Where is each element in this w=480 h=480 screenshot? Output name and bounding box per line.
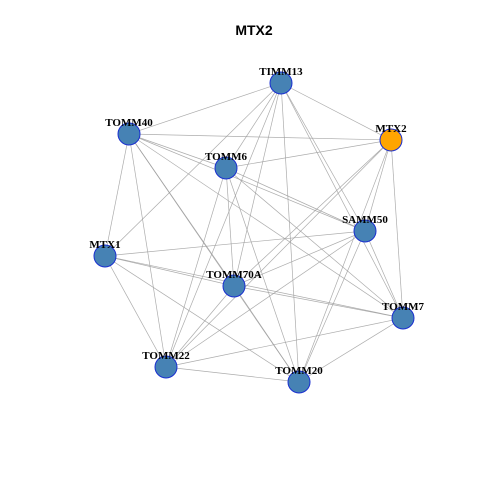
edge-tomm70a-tomm7 [233,285,404,319]
node-label-tomm70a: TOMM70A [206,269,261,281]
node-circle-tomm7 [391,306,415,330]
node-mtx2: MTX2 [375,123,407,152]
node-samm50: SAMM50 [342,214,388,243]
edge-timm13-samm50 [280,82,366,232]
edge-tomm7-tomm22 [165,317,404,368]
node-label-tomm7: TOMM7 [382,301,424,313]
edge-timm13-tomm6 [225,82,282,169]
edge-tomm6-samm50 [225,167,366,232]
edge-mtx2-tomm22 [165,139,392,368]
edge-tomm6-tomm20 [225,167,300,383]
edge-samm50-mtx1 [104,230,366,257]
edge-tomm40-tomm22 [128,133,167,368]
edge-samm50-tomm70a [233,230,366,287]
node-tomm7: TOMM7 [382,301,424,330]
edge-mtx2-tomm70a [233,139,392,287]
node-circle-tomm6 [214,156,238,180]
edge-tomm40-mtx2 [128,133,392,141]
node-label-tomm22: TOMM22 [142,350,190,362]
node-circle-timm13 [269,71,293,95]
node-label-samm50: SAMM50 [342,214,388,226]
edge-tomm6-tomm22 [165,167,227,368]
node-tomm70a: TOMM70A [206,269,262,298]
edge-mtx1-tomm20 [104,255,300,383]
edge-timm13-tomm22 [165,82,282,368]
node-tomm20: TOMM20 [275,365,323,394]
node-tomm22: TOMM22 [142,350,190,379]
edge-mtx2-tomm6 [225,139,392,169]
node-circle-tomm22 [154,355,178,379]
node-circle-mtx2 [379,128,403,152]
node-label-tomm6: TOMM6 [205,151,247,163]
edge-tomm70a-tomm20 [233,285,300,383]
node-label-timm13: TIMM13 [259,66,303,78]
edge-samm50-tomm20 [298,230,366,383]
edge-timm13-tomm20 [280,82,300,383]
edge-mtx1-tomm22 [104,255,167,368]
edge-samm50-tomm22 [165,230,366,368]
edge-tomm6-tomm70a [225,167,235,287]
diagram-title: MTX2 [235,22,273,38]
node-circle-tomm40 [117,122,141,146]
node-label-tomm20: TOMM20 [275,365,323,377]
edge-timm13-mtx2 [280,82,392,141]
node-circle-mtx1 [93,244,117,268]
edge-mtx1-tomm7 [104,255,404,319]
edge-mtx2-tomm20 [298,139,392,383]
edge-tomm40-tomm7 [128,133,404,319]
node-label-tomm40: TOMM40 [105,117,153,129]
edge-tomm40-timm13 [128,82,282,135]
node-circle-tomm70a [222,274,246,298]
edge-tomm40-mtx1 [104,133,130,257]
edge-timm13-mtx1 [104,82,282,257]
edge-tomm22-tomm20 [165,366,300,383]
edge-mtx2-tomm7 [390,139,404,319]
node-tomm6: TOMM6 [205,151,247,180]
edge-samm50-tomm7 [364,230,404,319]
edge-mtx2-samm50 [364,139,392,232]
edge-tomm70a-tomm22 [165,285,235,368]
node-circle-tomm20 [287,370,311,394]
edge-timm13-tomm70a [233,82,282,287]
edge-layer [104,82,404,383]
node-label-mtx1: MTX1 [89,239,120,251]
edge-tomm6-tomm7 [225,167,404,319]
node-label-mtx2: MTX2 [375,123,407,135]
edge-tomm40-tomm6 [128,133,227,169]
node-tomm40: TOMM40 [105,117,153,146]
edge-timm13-tomm7 [280,82,404,319]
edge-tomm40-samm50 [128,133,366,232]
edge-tomm7-tomm20 [298,317,404,383]
node-mtx1: MTX1 [89,239,121,268]
node-circle-samm50 [353,219,377,243]
edge-mtx1-tomm70a [104,255,235,287]
node-timm13: TIMM13 [259,66,303,95]
